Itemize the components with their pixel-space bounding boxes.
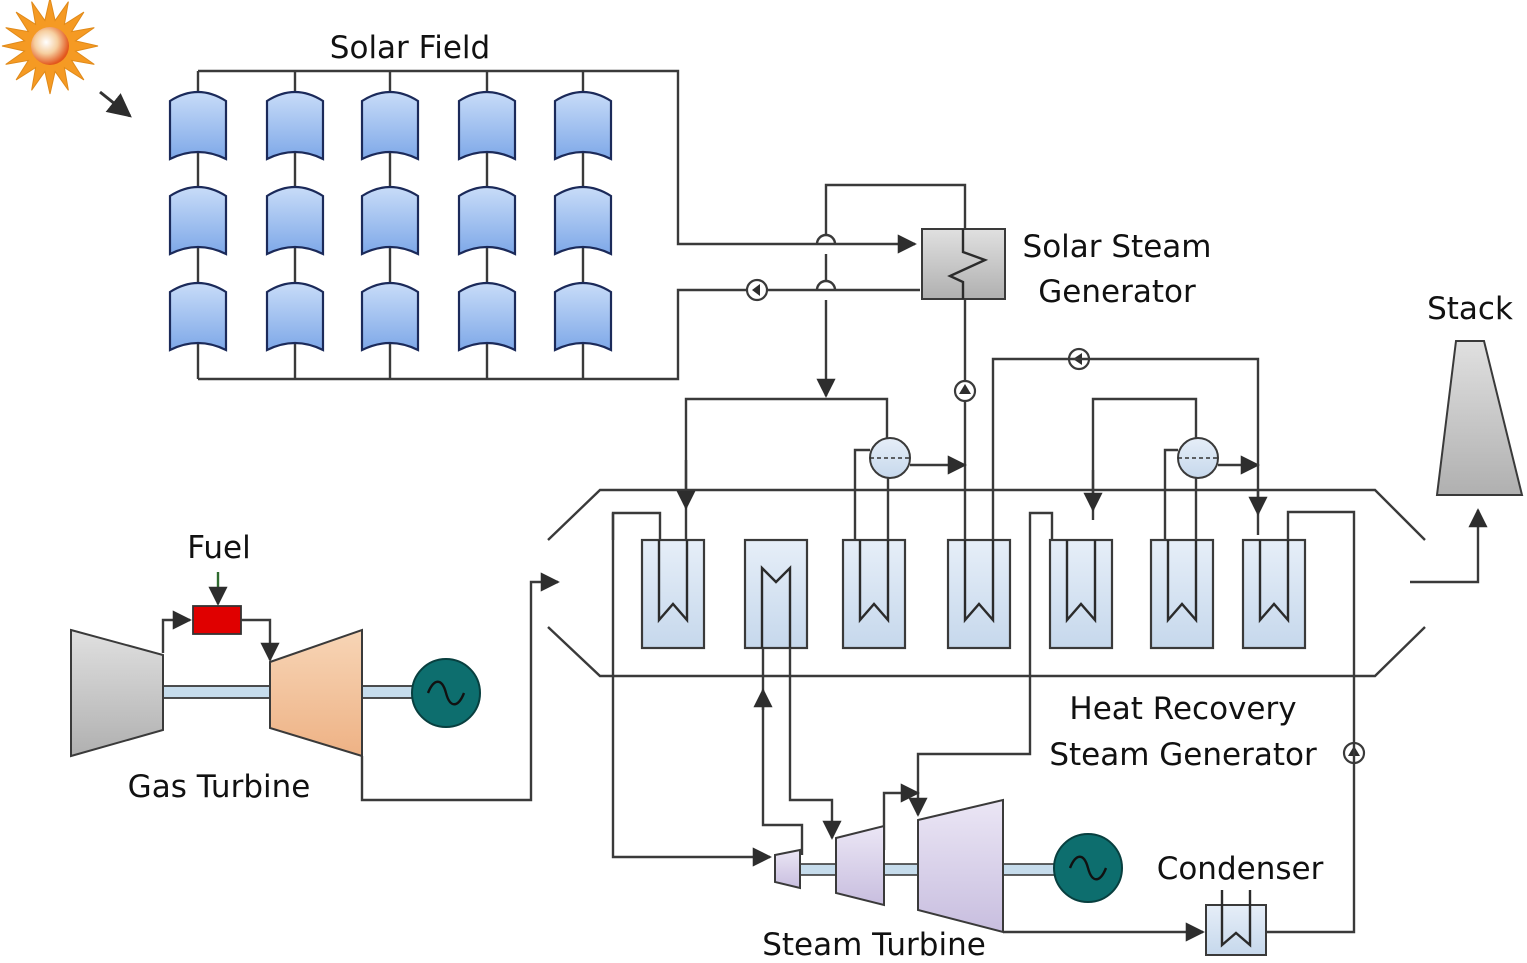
- gas-turbine-expander: [269, 628, 363, 758]
- gas-turbine: [70, 628, 481, 758]
- solar-collector: [457, 185, 517, 256]
- solar-collector: [457, 281, 517, 352]
- solar-collector: [553, 281, 613, 352]
- solar-collector: [360, 185, 420, 256]
- solar-collector: [168, 281, 228, 352]
- solar-steam-generator: [921, 228, 1006, 300]
- heat-exchanger: [946, 538, 1012, 650]
- sunlight-arrow: [99, 90, 132, 118]
- label-condenser: Condenser: [1157, 851, 1324, 887]
- heat-exchanger: [640, 538, 706, 650]
- pump-icon: [953, 379, 977, 403]
- pump-icon: [745, 278, 769, 302]
- label-hrsg: Heat Recovery: [1069, 691, 1296, 727]
- steam-drum-icon: [869, 437, 911, 479]
- solar-collector: [265, 90, 325, 161]
- solar-collector: [553, 90, 613, 161]
- steam-drum-icon: [1177, 437, 1219, 479]
- solar-collector: [265, 281, 325, 352]
- solar-collector: [360, 90, 420, 161]
- hp-turbine: [774, 848, 801, 890]
- stack: [1435, 340, 1524, 496]
- label-solar-steam-generator-2: Generator: [1038, 274, 1196, 310]
- label-steam-turbine: Steam Turbine: [762, 927, 986, 963]
- label-solar-steam-generator: Solar Steam: [1023, 229, 1212, 265]
- label-fuel: Fuel: [187, 530, 250, 566]
- hrsg-duct: [547, 488, 1426, 678]
- sg-loop-pipe: [826, 183, 967, 396]
- heat-exchanger: [743, 538, 809, 650]
- solar-collector: [168, 90, 228, 161]
- solar-collector: [168, 185, 228, 256]
- solar-collector: [553, 185, 613, 256]
- generator-icon: [1053, 833, 1123, 903]
- heat-exchanger: [841, 538, 907, 650]
- heat-exchanger: [1241, 538, 1307, 650]
- sun-icon: [1, 0, 99, 95]
- combustor: [192, 605, 242, 635]
- generator-icon: [411, 658, 481, 728]
- heat-exchanger: [1048, 538, 1114, 650]
- solar-collector: [457, 90, 517, 161]
- label-gas-turbine: Gas Turbine: [128, 769, 311, 805]
- compressor: [70, 628, 164, 758]
- lp-turbine: [917, 798, 1004, 934]
- label-solar-field: Solar Field: [330, 30, 490, 66]
- label-stack: Stack: [1427, 291, 1513, 327]
- heat-exchanger: [1149, 538, 1215, 650]
- solar-collector: [265, 185, 325, 256]
- solar-field: [168, 69, 920, 381]
- label-hrsg-2: Steam Generator: [1049, 737, 1317, 773]
- solar-collector: [360, 281, 420, 352]
- condenser: [1205, 890, 1267, 956]
- steam-turbine: [774, 798, 1123, 934]
- ip-turbine: [835, 824, 885, 907]
